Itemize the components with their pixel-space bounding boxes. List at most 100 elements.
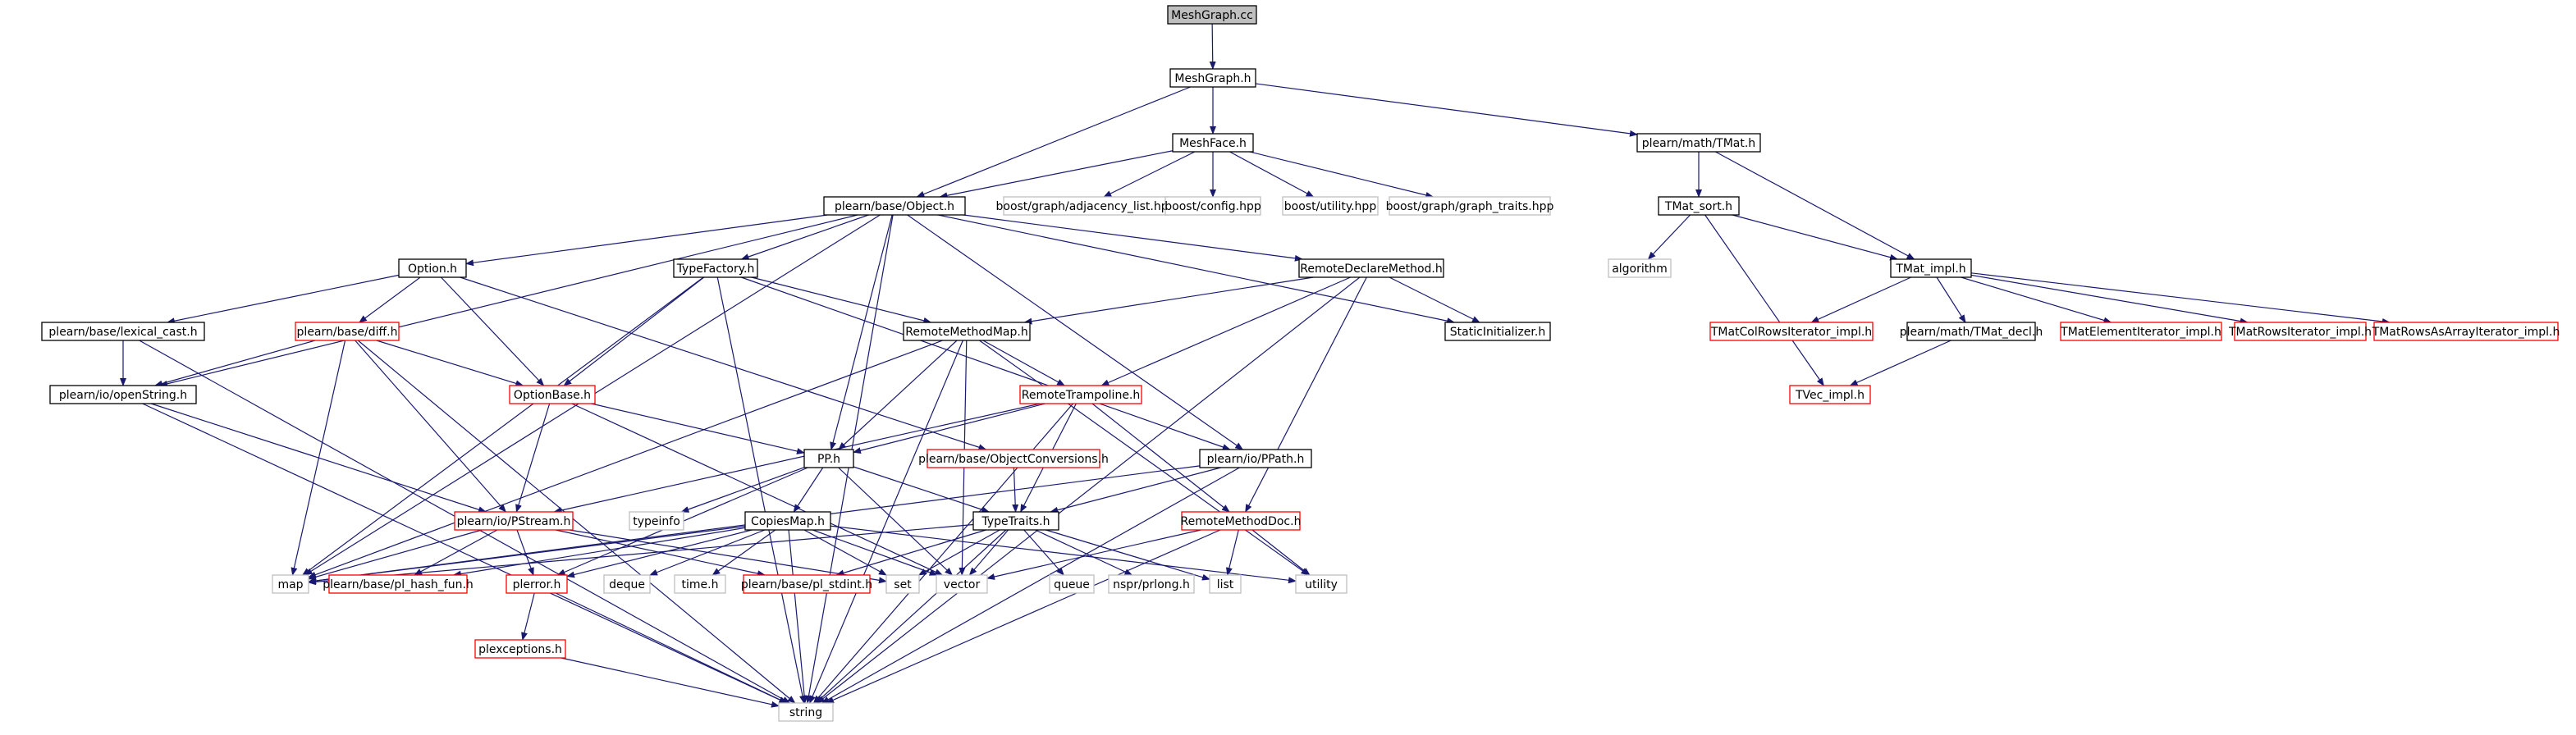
node-box [778,702,834,722]
edge-copiesmap-to-utility [830,525,1297,584]
node-label: plearn/base/pl_hash_fun.h [323,578,474,591]
node-label: TypeFactory.h [676,262,755,276]
node-openstring[interactable]: plearn/io/openString.h [49,385,197,404]
node-box [41,322,205,341]
node-label: boost/graph/graph_traits.hpp [1386,200,1554,213]
node-box [454,511,574,531]
node-label: plearn/base/diff.h [297,326,398,339]
node-label: TMat_impl.h [1895,262,1965,276]
node-ppath_h[interactable]: plearn/io/PPath.h [1199,449,1312,468]
edge-tmat_impl-to-tmatrows [1970,274,2249,325]
node-tmat_decl[interactable]: plearn/math/TMat_decl.h [1900,322,2043,341]
node-object_h[interactable]: plearn/base/Object.h [823,196,966,216]
node-tmatelem[interactable]: TMatElementIterator_impl.h [2060,322,2222,341]
node-box [2234,322,2367,341]
node-tmatrows[interactable]: TMatRowsIterator_impl.h [2228,322,2372,341]
node-label: plearn/io/PPath.h [1207,453,1305,466]
node-label: plearn/base/ObjectConversions.h [918,453,1109,466]
node-box [295,322,400,341]
node-optionbase[interactable]: OptionBase.h [509,385,596,404]
edge-meshface_h-to-object_h [939,150,1174,199]
node-meshface_h[interactable]: MeshFace.h [1172,133,1254,153]
node-diff_h[interactable]: plearn/base/diff.h [295,322,400,341]
node-tmat_sort[interactable]: TMat_sort.h [1658,196,1740,216]
edge-layer [120,23,2391,708]
node-tmatrowsarr[interactable]: TMatRowsAsArrayIterator_impl.h [2372,322,2560,341]
node-tmat_impl[interactable]: TMat_impl.h [1890,258,1972,278]
node-remotedoc[interactable]: RemoteMethodDoc.h [1181,511,1302,531]
edge-remotedecl_h-to-remotedoc [1245,276,1367,513]
node-option_h[interactable]: Option.h [398,258,467,278]
node-utilhpp: boost/utility.hpp [1282,196,1379,216]
node-prlong: nspr/prlong.h [1108,574,1195,594]
node-config: boost/config.hpp [1164,196,1261,216]
edge-copiesmap-to-set [803,529,887,576]
edge-option_h-to-diff_h [359,276,421,323]
node-meshgraph_h[interactable]: MeshGraph.h [1169,68,1256,88]
edge-copiesmap-to-plerror [566,529,753,578]
node-box [398,258,467,278]
node-remotetramp[interactable]: RemoteTrampoline.h [1019,385,1142,404]
node-stdint[interactable]: plearn/base/pl_stdint.h [741,574,872,594]
node-remotedecl_h[interactable]: RemoteDeclareMethod.h [1298,258,1444,278]
node-label: RemoteMethodMap.h [905,326,1027,339]
node-plexceptions[interactable]: plexceptions.h [474,639,566,659]
node-label: plearn/math/TMat_decl.h [1900,326,2043,339]
edge-option_h-to-objconv [460,276,987,450]
edge-root-to-meshgraph_h [1209,23,1216,70]
node-box [1709,322,1874,341]
edge-remotemap_h-to-map [308,340,943,578]
node-copiesmap[interactable]: CopiesMap.h [744,511,831,531]
node-label: TMatRowsAsArrayIterator_impl.h [2372,326,2560,339]
node-box [328,574,468,594]
node-box [744,511,831,531]
edge-remotedoc-to-vector [986,529,1201,580]
node-remotemap_h[interactable]: RemoteMethodMap.h [903,322,1031,341]
node-typefactory_h[interactable]: TypeFactory.h [673,258,758,278]
node-label: utility [1305,578,1338,591]
node-hashfun[interactable]: plearn/base/pl_hash_fun.h [323,574,474,594]
node-string: string [778,702,834,722]
node-objconv[interactable]: plearn/base/ObjectConversions.h [918,449,1109,468]
node-label: TMat_sort.h [1664,200,1732,213]
node-plerror[interactable]: plerror.h [506,574,568,594]
node-typetraits[interactable]: TypeTraits.h [972,511,1059,531]
node-box [1164,196,1261,216]
edge-copiesmap-to-map [308,526,746,585]
node-label: algorithm [1612,262,1668,276]
node-list: list [1209,574,1242,594]
node-label: set [894,578,912,591]
edge-object_h-to-openstring [158,214,858,387]
node-box [1169,68,1256,88]
node-tmatcolrows[interactable]: TMatColRowsIterator_impl.h [1709,322,1874,341]
node-box [474,639,566,659]
node-box [1658,196,1740,216]
node-pstream[interactable]: plearn/io/PStream.h [454,511,574,531]
node-box [603,574,651,594]
node-tvec_impl[interactable]: TVec_impl.h [1789,385,1871,404]
node-box [629,511,684,531]
node-label: time.h [682,578,719,591]
node-pp_h[interactable]: PP.h [803,449,854,468]
edge-typetraits-to-set [917,529,1000,576]
node-box [674,574,726,594]
node-label: boost/config.hpp [1164,200,1261,213]
node-lexical[interactable]: plearn/base/lexical_cast.h [41,322,205,341]
node-box [1295,574,1347,594]
node-box [1906,322,2036,341]
node-root[interactable]: MeshGraph.cc [1167,5,1257,25]
node-tmat_h[interactable]: plearn/math/TMat.h [1636,133,1761,153]
edge-tmat_sort-to-tmat_impl [1732,214,1899,261]
node-label: boost/utility.hpp [1284,200,1377,213]
node-staticinit[interactable]: StaticInitializer.h [1444,322,1551,341]
node-label: plearn/base/Object.h [835,200,954,213]
edge-object_h-to-option_h [465,214,828,267]
node-label: CopiesMap.h [751,515,825,528]
node-box [509,385,596,404]
node-label: TMatColRowsIterator_impl.h [1710,326,1872,339]
edge-remotemap_h-to-utility [979,340,1310,576]
node-typeinfo: typeinfo [629,511,684,531]
edge-plexceptions-to-string [560,657,780,708]
edge-diff_h-to-string [357,340,796,704]
